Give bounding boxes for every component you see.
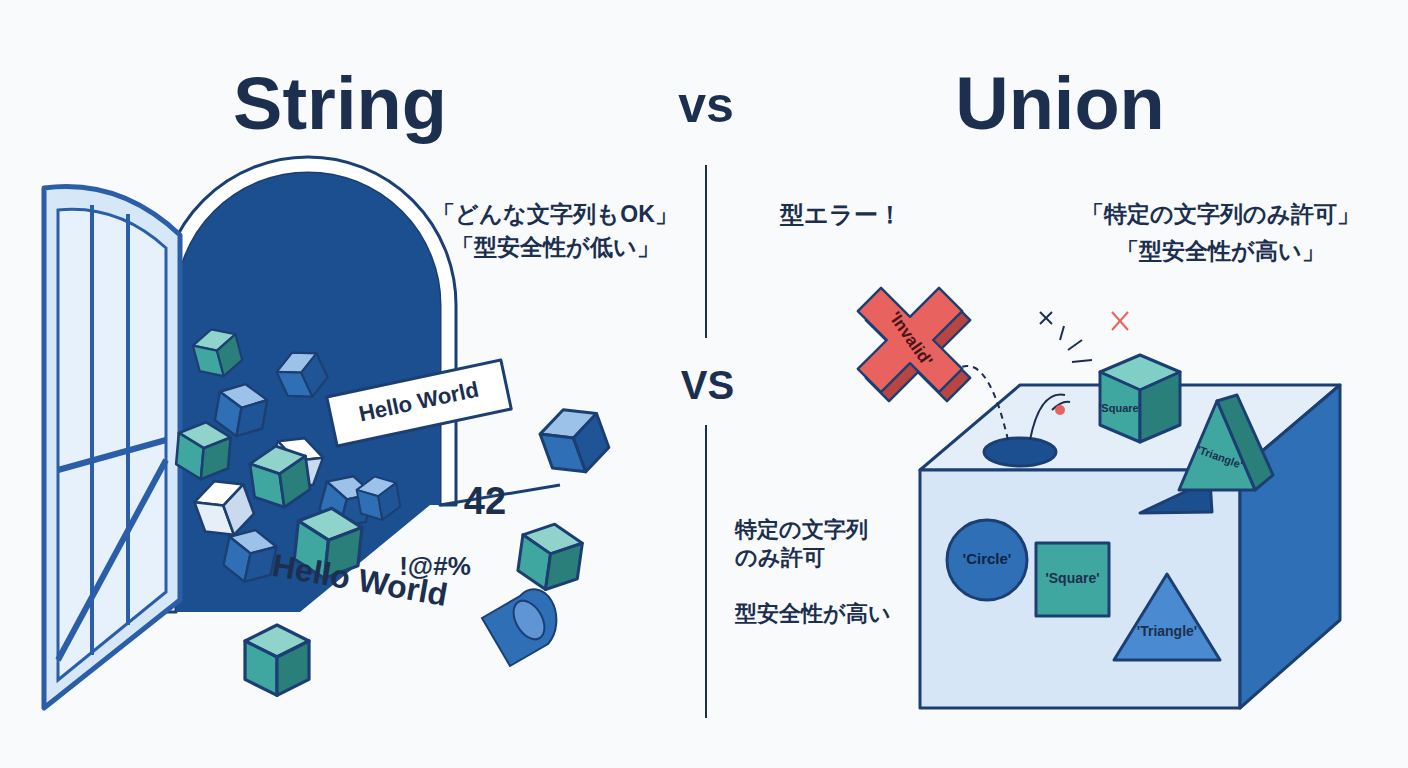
- square-block-outline: [1095, 350, 1185, 445]
- note-text: 型安全性が高い: [735, 600, 935, 628]
- node-text: 'Triangle': [1112, 624, 1222, 639]
- versus-mark: vs: [650, 74, 762, 137]
- divider-line: [705, 165, 707, 338]
- note-text: 「特定の文字列のみ許可」: [1060, 200, 1380, 229]
- error-note: 型エラー！: [780, 200, 950, 230]
- note-text: 「どんな文字列もOK」: [405, 200, 705, 229]
- node-text: 'Circle': [945, 551, 1029, 568]
- triangle-slot-outline: [1112, 572, 1222, 662]
- note-text: 「型安全性が高い」: [1060, 237, 1380, 266]
- side-title: Union: [900, 58, 1220, 151]
- node-text: 'Square': [1097, 402, 1143, 414]
- error-cross: 'Invalid': [840, 270, 980, 410]
- circle-slot: 'Circle': [945, 518, 1029, 602]
- node-text: 'Square': [1035, 571, 1110, 586]
- triangle-block-outline: [1175, 395, 1275, 495]
- sample-value: !@#%: [380, 550, 490, 583]
- divider-line: [705, 425, 707, 718]
- sample-value: 42: [430, 478, 540, 526]
- note-text: 特定の文字列 のみ許可: [735, 516, 885, 571]
- note-text: 「型安全性が低い」: [405, 233, 705, 262]
- square-block: 'Square': [1095, 350, 1185, 445]
- side-title: String: [190, 58, 490, 151]
- triangle-slot: 'Triangle': [1112, 572, 1222, 662]
- spilling-blocks: [175, 324, 614, 696]
- triangle-block: 'Triangle': [1175, 395, 1275, 495]
- versus-mark: VS: [660, 360, 755, 410]
- square-slot: 'Square': [1035, 542, 1110, 617]
